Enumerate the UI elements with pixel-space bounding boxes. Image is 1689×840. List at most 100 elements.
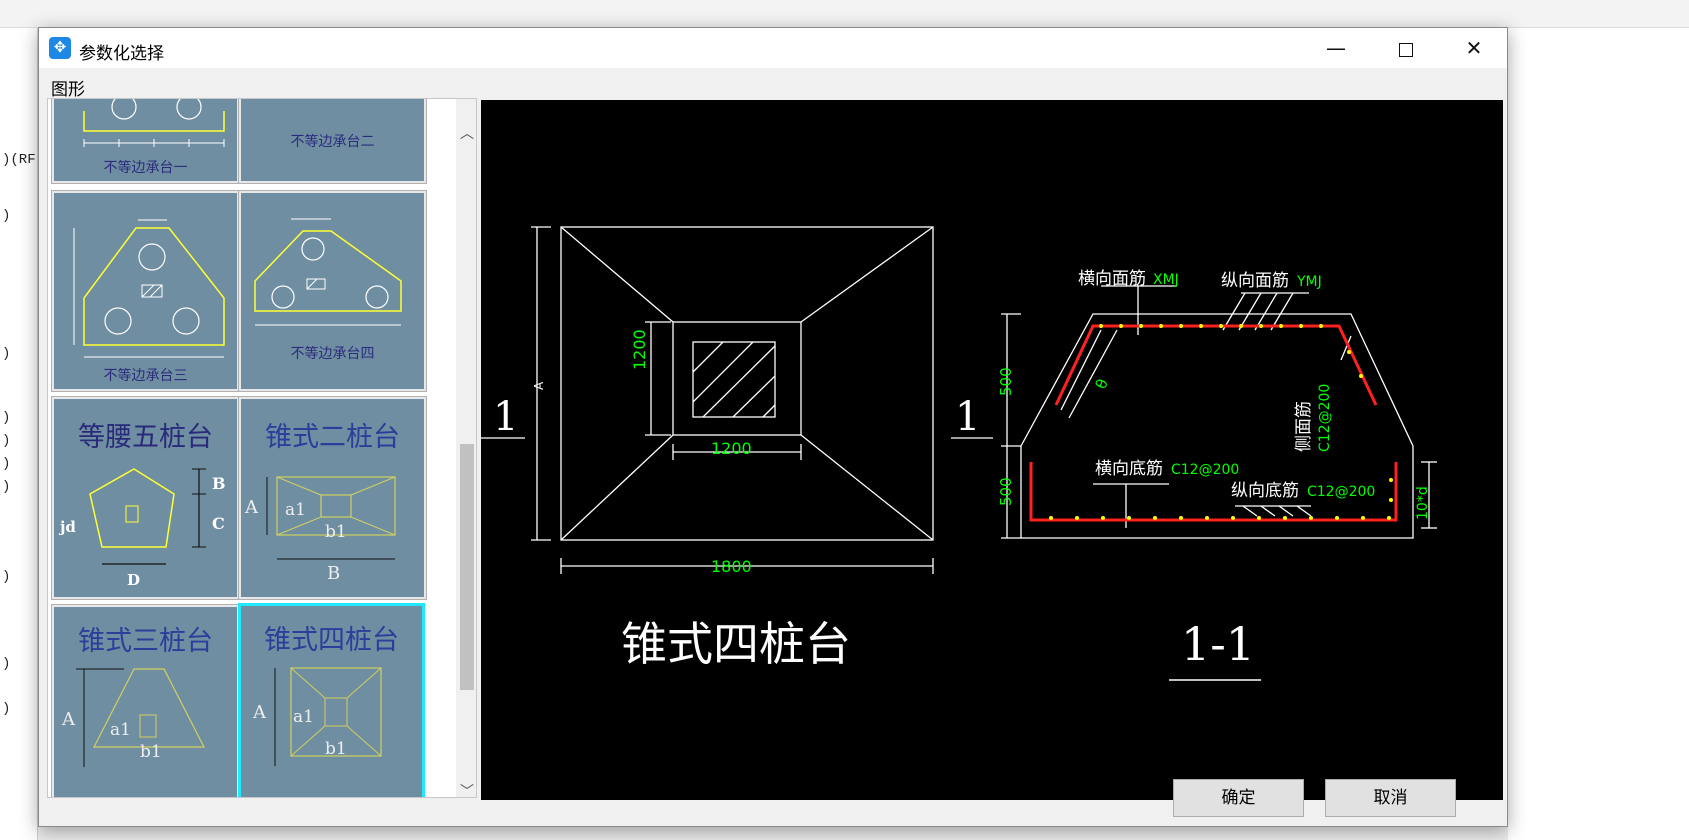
close-button[interactable]: ✕ bbox=[1465, 36, 1483, 60]
unequal-cap-3-drawing bbox=[73, 219, 225, 358]
background-text: ) bbox=[2, 569, 11, 585]
thumbnail-title: 锥式四桩台 bbox=[264, 625, 399, 656]
top-transverse-label: 横向面筋 bbox=[1078, 269, 1146, 289]
background-text: ) bbox=[2, 479, 11, 495]
thumbnail-label: B bbox=[327, 563, 340, 584]
dim-inner-vertical: 1200 bbox=[630, 329, 649, 370]
maximize-button[interactable] bbox=[1371, 28, 1441, 68]
bottom-transverse-label: 横向底筋 bbox=[1095, 459, 1163, 479]
thumbnail-label: A bbox=[244, 497, 259, 518]
plan-view bbox=[481, 226, 993, 574]
rebar-lines bbox=[1029, 324, 1398, 522]
thumbnail-label: b1 bbox=[325, 522, 347, 542]
dim-anchor: 10*d bbox=[1415, 486, 1431, 520]
unequal-cap-4-drawing bbox=[254, 218, 402, 326]
thumbnail-unequal-cap-1[interactable]: 不等边承台一 bbox=[51, 99, 240, 184]
dialog-title: 参数化选择 bbox=[79, 44, 164, 63]
bottom-longitudinal-label: 纵向底筋 bbox=[1231, 481, 1299, 501]
plan-inner-outline bbox=[672, 321, 802, 436]
section-mark-left: 1 bbox=[493, 394, 518, 440]
isosceles-five-pile-drawing: B C jd D bbox=[58, 468, 226, 589]
top-longitudinal-label: 纵向面筋 bbox=[1221, 271, 1289, 291]
rebar-dots bbox=[1049, 324, 1393, 520]
background-text: ) bbox=[2, 346, 11, 362]
thumbnail-title: 锥式二桩台 bbox=[265, 422, 400, 453]
dim-inner-horizontal: 1200 bbox=[711, 439, 752, 458]
dim-upper: 500 bbox=[997, 367, 1015, 396]
angle-label: θ bbox=[1092, 377, 1112, 392]
scroll-thumb[interactable] bbox=[460, 444, 474, 690]
background-text: ) bbox=[2, 701, 11, 717]
background-text: ) bbox=[2, 656, 11, 672]
section-outline bbox=[1020, 313, 1414, 539]
ok-button[interactable]: 确定 bbox=[1173, 779, 1304, 817]
side-rebar-code: C12@200 bbox=[1317, 384, 1333, 452]
top-rebar bbox=[1054, 324, 1378, 406]
background-text: ) bbox=[2, 410, 11, 426]
thumbnail-caption: 不等边承台二 bbox=[290, 133, 375, 149]
dim-lower: 500 bbox=[997, 477, 1015, 506]
background-bottom-strip bbox=[38, 826, 1508, 840]
thumbnail-label: A bbox=[252, 702, 267, 723]
thumbnail-unequal-cap-4[interactable]: 不等边承台四 bbox=[238, 190, 427, 392]
preview-canvas: 1 1 1200 1200 1800 A 锥式四桩台 bbox=[481, 100, 1503, 800]
bottom-longitudinal-code: C12@200 bbox=[1307, 484, 1375, 500]
thumbnail-title: 等腰五桩台 bbox=[78, 422, 213, 453]
thumbnail-label: a1 bbox=[110, 720, 131, 740]
background-text: ) bbox=[2, 456, 11, 472]
top-longitudinal-code: YMJ bbox=[1296, 274, 1322, 290]
top-transverse-code: XMJ bbox=[1153, 272, 1179, 288]
thumbnail-label: B bbox=[212, 474, 226, 493]
section-mark-right: 1 bbox=[955, 394, 980, 440]
dim-outer-horizontal: 1800 bbox=[711, 557, 752, 576]
thumbnail-caption: 不等边承台三 bbox=[103, 367, 188, 383]
vertical-scrollbar[interactable]: ︿ ﹀ bbox=[456, 99, 476, 798]
thumbnail-label: a1 bbox=[285, 500, 306, 520]
scroll-down-arrow-icon[interactable]: ﹀ bbox=[460, 783, 474, 798]
background-text: )(RF bbox=[2, 152, 36, 168]
side-rebar-label: 侧面筋 bbox=[1294, 401, 1314, 452]
title-bar[interactable]: ✥ 参数化选择 — ✕ bbox=[39, 28, 1507, 68]
graphics-group-label: 图形 bbox=[51, 75, 87, 100]
section-title: 1-1 bbox=[1181, 617, 1255, 671]
parametric-select-dialog: ✥ 参数化选择 — ✕ 图形 不等边承台一 不等边承台二 bbox=[38, 27, 1508, 827]
preview-drawing: 1 1 1200 1200 1800 A 锥式四桩台 bbox=[481, 226, 1437, 681]
thumbnail-caption: 不等边承台一 bbox=[103, 159, 188, 175]
maximize-icon bbox=[1399, 42, 1413, 57]
thumbnail-label: b1 bbox=[140, 742, 162, 762]
thumbnail-label: A bbox=[61, 709, 76, 730]
section-view bbox=[1001, 285, 1437, 539]
background-text: ) bbox=[2, 433, 11, 449]
plan-title: 锥式四桩台 bbox=[621, 617, 851, 671]
shape-list[interactable]: 不等边承台一 不等边承台二 不等边承台三 bbox=[47, 98, 477, 798]
bottom-rebar bbox=[1029, 462, 1398, 522]
background-text: ) bbox=[2, 208, 11, 224]
thumbnail-cone-three-pile[interactable]: 锥式三桩台 A a1 b1 bbox=[51, 604, 240, 797]
column-hatch bbox=[692, 341, 776, 418]
thumbnail-title: 锥式三桩台 bbox=[78, 626, 213, 657]
thumbnail-label: D bbox=[127, 571, 140, 589]
thumbnail-label: jd bbox=[58, 518, 76, 536]
minimize-button[interactable]: — bbox=[1326, 36, 1346, 60]
unequal-cap-1-drawing bbox=[83, 99, 225, 147]
thumbnail-cone-four-pile[interactable]: 锥式四桩台 A a1 b1 bbox=[238, 603, 425, 797]
cone-four-pile-drawing: A a1 b1 bbox=[252, 667, 382, 766]
thumbnail-caption: 不等边承台四 bbox=[290, 345, 375, 361]
thumbnail-unequal-cap-3[interactable]: 不等边承台三 bbox=[51, 190, 240, 392]
thumbnail-label: a1 bbox=[293, 707, 314, 727]
thumbnail-cone-two-pile[interactable]: 锥式二桩台 A a1 b1 B bbox=[238, 396, 427, 600]
background-left-panel: )(RF ) ) ) ) ) ) ) ) ) bbox=[0, 28, 38, 840]
thumbnail-label: C bbox=[212, 514, 225, 533]
scroll-up-arrow-icon[interactable]: ︿ bbox=[460, 125, 474, 141]
background-toolbar bbox=[0, 0, 1689, 28]
thumbnail-unequal-cap-2[interactable]: 不等边承台二 bbox=[238, 99, 427, 184]
thumbnail-label: b1 bbox=[325, 739, 347, 759]
plan-outer-outline bbox=[560, 226, 934, 541]
background-right-panel bbox=[1508, 28, 1689, 840]
cancel-button[interactable]: 取消 bbox=[1325, 779, 1456, 817]
cone-two-pile-drawing: A a1 b1 B bbox=[244, 476, 396, 584]
thumbnail-isosceles-five-pile[interactable]: 等腰五桩台 B C jd D bbox=[51, 396, 240, 600]
dim-outer-vertical: A bbox=[532, 381, 546, 390]
bottom-transverse-code: C12@200 bbox=[1171, 462, 1239, 478]
cone-three-pile-drawing: A a1 b1 bbox=[61, 668, 205, 767]
